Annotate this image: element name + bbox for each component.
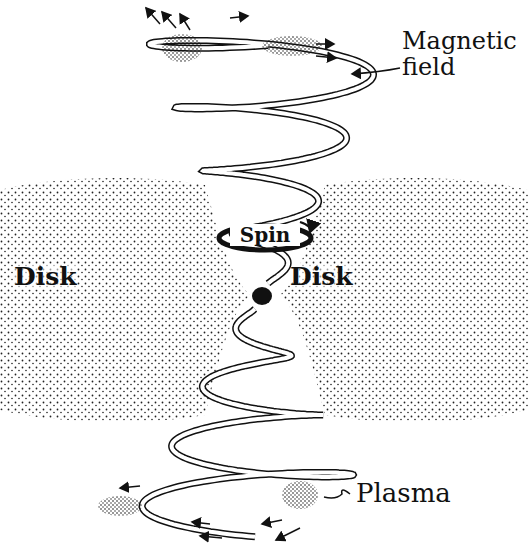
field-label: Magnetic field xyxy=(402,28,522,80)
plasma-blob xyxy=(262,36,322,56)
plasma-blob xyxy=(162,34,202,62)
leader-line xyxy=(324,490,350,498)
disk-label: Disk xyxy=(14,264,77,290)
black-hole xyxy=(252,287,272,305)
disk-label: Disk xyxy=(290,264,353,290)
plasma-label: Plasma xyxy=(356,480,476,506)
disk-region: Disk xyxy=(0,170,262,430)
disk-shape xyxy=(0,178,250,422)
plasma-blob xyxy=(98,496,142,516)
disk-shape xyxy=(280,178,528,422)
plasma-blob xyxy=(282,481,318,509)
spin-label: Spin xyxy=(230,224,300,246)
spin-arrow xyxy=(300,222,310,232)
disk-stipple xyxy=(0,170,262,430)
leader-line xyxy=(352,68,400,74)
